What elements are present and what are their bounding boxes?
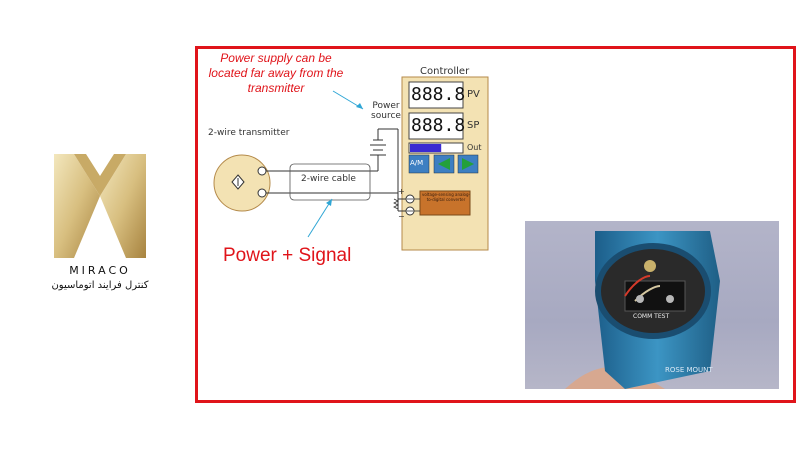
brand-subtitle: کنترل فرایند اتوماسیون bbox=[51, 280, 149, 291]
plus-label: + bbox=[398, 187, 405, 196]
cable-jacket bbox=[289, 163, 371, 201]
brand-name: MIRACO bbox=[69, 264, 131, 277]
out-label: Out bbox=[467, 143, 482, 152]
cable-label: 2-wire cable bbox=[301, 174, 356, 184]
m-letter-icon bbox=[54, 154, 146, 258]
terminal-label: COMM TEST bbox=[633, 313, 670, 320]
out-bar-fill bbox=[410, 144, 442, 152]
note-text: Power supply can be located far away fro… bbox=[208, 51, 344, 95]
sp-display: 888.8 bbox=[411, 115, 466, 136]
brand-text: ROSE MOUNT bbox=[665, 366, 713, 374]
power-source-label: Power source bbox=[371, 101, 401, 121]
left-arrow-icon bbox=[438, 158, 450, 170]
transmitter-photo: COMM TEST ROSE MOUNT bbox=[525, 221, 779, 389]
power-signal-label: Power + Signal bbox=[223, 245, 352, 266]
sp-label: SP bbox=[467, 120, 480, 131]
mode-button-label: A/M bbox=[410, 159, 424, 167]
screw-icon bbox=[644, 260, 656, 272]
miraco-logo: MIRACO کنترل فرایند اتوماسیون bbox=[50, 150, 150, 300]
pv-display: 888.8 bbox=[411, 84, 466, 105]
right-arrow-icon bbox=[462, 158, 474, 170]
signal-arrow bbox=[307, 198, 333, 238]
converter-label: voltage-sensing analog-to-digital conver… bbox=[422, 192, 470, 202]
minus-label: − bbox=[398, 212, 405, 221]
converter-block bbox=[419, 190, 471, 216]
resistor-icon bbox=[393, 198, 399, 210]
wiring-diagram: Power supply can be located far away fro… bbox=[198, 49, 498, 274]
pv-label: PV bbox=[467, 89, 480, 100]
controller-title: Controller bbox=[420, 66, 470, 77]
mode-button[interactable] bbox=[408, 154, 430, 174]
sp-display-frame bbox=[408, 112, 464, 140]
transmitter-label: 2-wire transmitter bbox=[208, 128, 290, 138]
pv-display-frame bbox=[408, 81, 464, 109]
